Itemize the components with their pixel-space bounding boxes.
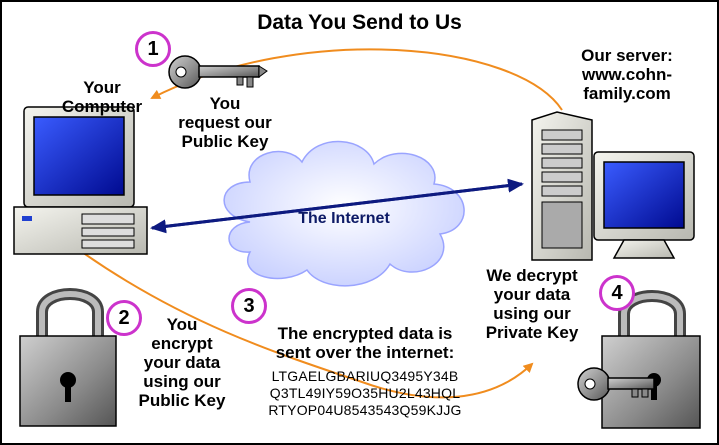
step-badge-4: 4 [599,275,635,311]
key-icon [577,367,655,401]
encrypted-sent-label: The encrypted data is sent over the inte… [275,324,455,363]
monitor-icon [593,151,695,259]
cloud-icon [223,140,465,287]
padlock-icon [601,290,701,429]
encrypt-label: You encrypt your data using our Public K… [138,315,226,411]
your-computer-label: Your Computer [61,78,143,117]
diagram-title: Data You Send to Us [257,11,462,34]
send-data-arrow [81,251,534,399]
request-key-label: You request our Public Key [178,94,272,152]
step-badge-3: 3 [231,288,267,324]
server-icon [531,111,593,261]
step-badge-2: 2 [106,300,142,336]
computer-icon [13,106,148,255]
padlock-icon [19,288,117,427]
internet-link-arrow [150,178,524,234]
step-badge-1: 1 [135,31,171,67]
decrypt-label: We decrypt your data using our Private K… [485,266,579,343]
key-icon [168,55,268,89]
internet-label: The Internet [298,210,390,227]
server-label: Our server: www.cohn- family.com [581,46,673,104]
ciphertext-block: LTGAELGBARIUQ3495Y34B Q3TL49IY59O35HU2L4… [268,368,462,419]
